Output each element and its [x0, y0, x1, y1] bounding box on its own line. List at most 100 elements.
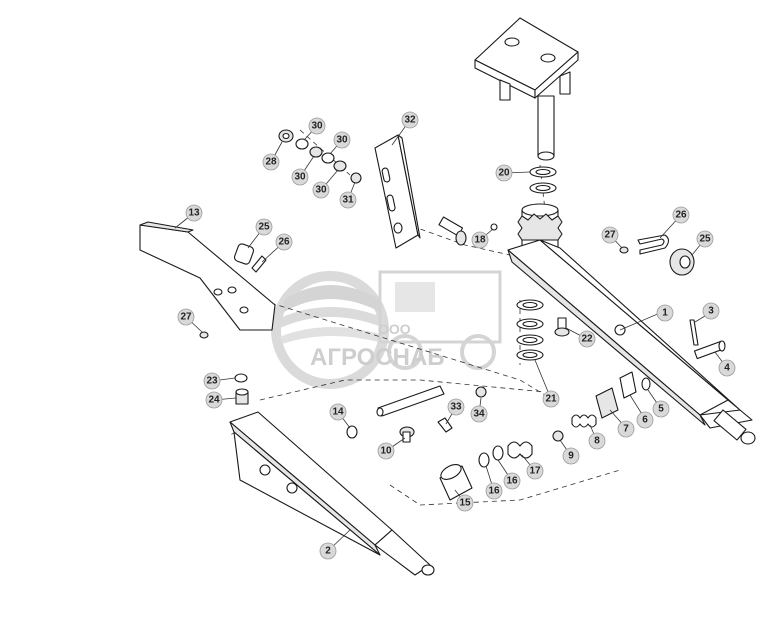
callout-16-left: 16: [485, 482, 503, 500]
svg-text:28: 28: [265, 157, 277, 168]
nut-27-right: [619, 246, 629, 254]
svg-text:1: 1: [662, 308, 668, 319]
washer-14: [346, 425, 358, 439]
svg-text:3: 3: [708, 306, 714, 317]
svg-text:30: 30: [294, 172, 306, 183]
bracket-32: [374, 134, 421, 249]
svg-text:16: 16: [488, 486, 500, 497]
callout-1: 1: [656, 304, 674, 322]
svg-text:34: 34: [473, 409, 485, 420]
callout-18: 18: [471, 231, 489, 249]
callout-27-left: 27: [177, 308, 195, 326]
svg-text:18: 18: [474, 235, 486, 246]
svg-text:31: 31: [342, 195, 354, 206]
nut-27-left: [199, 331, 209, 339]
u-bolt-26-right: [637, 234, 670, 255]
callout-5: 5: [652, 400, 670, 418]
svg-text:13: 13: [188, 208, 200, 219]
callout-22: 22: [578, 330, 596, 348]
roller-25-right: [669, 248, 695, 276]
svg-text:32: 32: [404, 115, 416, 126]
svg-text:4: 4: [724, 363, 730, 374]
callout-14: 14: [329, 403, 347, 421]
callout-23: 23: [203, 372, 221, 390]
spring-33: [437, 417, 453, 433]
spring-8: [571, 414, 597, 428]
lower-arm-2: [229, 411, 435, 576]
callout-25-right: 25: [696, 230, 714, 248]
svg-text:20: 20: [498, 168, 510, 179]
nut-28: [278, 129, 294, 143]
washer-5: [641, 377, 651, 391]
callout-3: 3: [702, 302, 720, 320]
svg-text:33: 33: [450, 402, 462, 413]
callout-8: 8: [588, 432, 606, 450]
svg-text:7: 7: [623, 424, 629, 435]
svg-text:30: 30: [336, 135, 348, 146]
callout-9: 9: [562, 447, 580, 465]
nut-9: [552, 430, 564, 442]
svg-text:25: 25: [258, 222, 270, 233]
callout-27-right: 27: [601, 226, 619, 244]
callout-26-left: 26: [275, 233, 293, 251]
clip-26-left: [251, 255, 267, 273]
svg-text:10: 10: [380, 446, 392, 457]
spacer-washer-column: [516, 299, 544, 361]
callout-16-right: 16: [503, 472, 521, 490]
callout-30-b: 30: [333, 131, 351, 149]
svg-text:8: 8: [594, 436, 600, 447]
latch-rod: [376, 385, 445, 417]
watermark-prefix: ООО: [378, 321, 411, 337]
svg-text:30: 30: [311, 121, 323, 132]
callout-24: 24: [205, 391, 223, 409]
washer-23: [234, 373, 248, 383]
mounting-plate-assembly: [474, 17, 579, 161]
watermark-company-name: АГРОСНАБ: [310, 344, 445, 371]
callout-30-d: 30: [312, 181, 330, 199]
svg-text:27: 27: [180, 312, 192, 323]
callout-33: 33: [447, 398, 465, 416]
bushing-24: [235, 388, 249, 405]
callout-6: 6: [636, 411, 654, 429]
washer-set-30: [295, 138, 347, 172]
svg-text:14: 14: [332, 407, 344, 418]
washers-16: [478, 445, 504, 468]
svg-text:16: 16: [506, 476, 518, 487]
svg-text:21: 21: [545, 394, 557, 405]
nut-34: [475, 386, 487, 398]
callout-20: 20: [495, 164, 513, 182]
pin-3: [689, 319, 699, 346]
sprocket-gear: [517, 203, 563, 251]
upper-arm-1: [507, 239, 756, 445]
sleeve-15: [439, 464, 473, 501]
callout-28: 28: [262, 153, 280, 171]
callout-30-c: 30: [291, 168, 309, 186]
side-bracket-13: [139, 221, 276, 331]
callout-26-right: 26: [672, 206, 690, 224]
bolt-10: [399, 426, 415, 443]
svg-text:22: 22: [581, 334, 593, 345]
svg-text:15: 15: [459, 498, 471, 509]
nut-31: [350, 172, 362, 184]
svg-text:30: 30: [315, 185, 327, 196]
callout-2: 2: [319, 542, 337, 560]
callout-10: 10: [377, 442, 395, 460]
agrosnab-watermark: ООО АГРОСНАБ: [271, 270, 502, 389]
svg-text:26: 26: [278, 237, 290, 248]
callout-7: 7: [617, 420, 635, 438]
bolt-22: [554, 317, 570, 337]
callout-4: 4: [718, 359, 736, 377]
svg-text:5: 5: [658, 404, 664, 415]
callout-30-a: 30: [308, 117, 326, 135]
svg-text:23: 23: [206, 376, 218, 387]
svg-text:2: 2: [325, 546, 331, 557]
callout-17: 17: [526, 462, 544, 480]
latch-plate-7: [595, 387, 619, 419]
callout-13: 13: [185, 204, 203, 222]
bolt-18: [438, 216, 498, 246]
callout-32: 32: [401, 111, 419, 129]
svg-text:26: 26: [675, 210, 687, 221]
svg-text:17: 17: [529, 466, 541, 477]
svg-text:9: 9: [568, 451, 574, 462]
